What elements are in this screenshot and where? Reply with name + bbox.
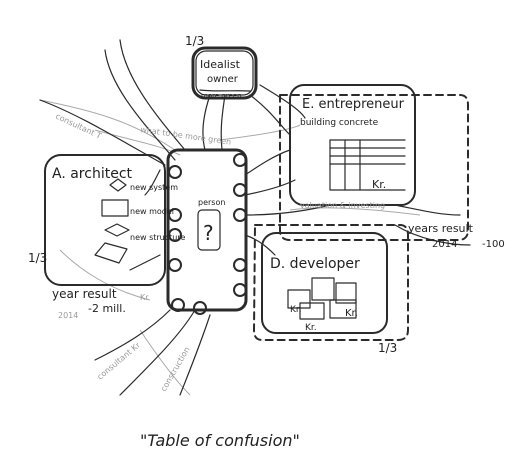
faint-note-1: what to be more green	[140, 125, 232, 147]
idealist-label-line2: owner	[207, 74, 239, 85]
entrepreneur-sub: building concrete	[300, 118, 379, 128]
architect-item-3: new structure	[130, 233, 185, 242]
architect-item-1: new system	[130, 183, 178, 192]
faint-note-6: construction	[159, 345, 192, 393]
years-result-label: years result	[408, 222, 474, 235]
architect-box	[44, 154, 166, 286]
architect-result: year result	[52, 287, 117, 301]
faint-note-5: Kr	[140, 293, 149, 302]
entrepreneur-kr: Kr.	[372, 178, 386, 191]
center-label: person	[198, 198, 225, 207]
architect-year: 2014	[58, 311, 78, 320]
connector-strokes	[39, 39, 471, 396]
developer-box	[253, 224, 409, 341]
architect-label: A. architect	[52, 166, 133, 182]
entrepreneur-box	[279, 84, 469, 241]
years-result-year: 2014	[432, 239, 457, 250]
architect-fraction: 1/3	[28, 251, 47, 265]
faint-note-4: consultant Kr	[96, 340, 143, 382]
entrepreneur-label: E. entrepreneur	[302, 97, 405, 112]
architect-result-value: -2 mill.	[88, 302, 126, 315]
faint-note-2: valuation & investing	[300, 201, 385, 210]
years-result-value: -100	[482, 239, 505, 250]
center-mark: ?	[203, 221, 214, 245]
architect-item-2: new model	[130, 207, 174, 216]
idealist-fraction: 1/3	[185, 34, 204, 48]
developer-kr-2: Kr.	[305, 323, 317, 333]
center-device	[166, 148, 248, 315]
faint-lines	[39, 99, 421, 396]
idealist-sub: more green	[201, 92, 242, 100]
developer-kr-1: Kr.	[290, 305, 302, 315]
idealist-owner-box	[191, 46, 258, 100]
developer-label: D. developer	[270, 256, 360, 272]
developer-kr-3: Kr.	[345, 308, 358, 319]
developer-fraction: 1/3	[378, 341, 397, 355]
sketch-title: "Table of confusion"	[140, 431, 300, 450]
idealist-label-line1: Idealist	[200, 58, 241, 71]
